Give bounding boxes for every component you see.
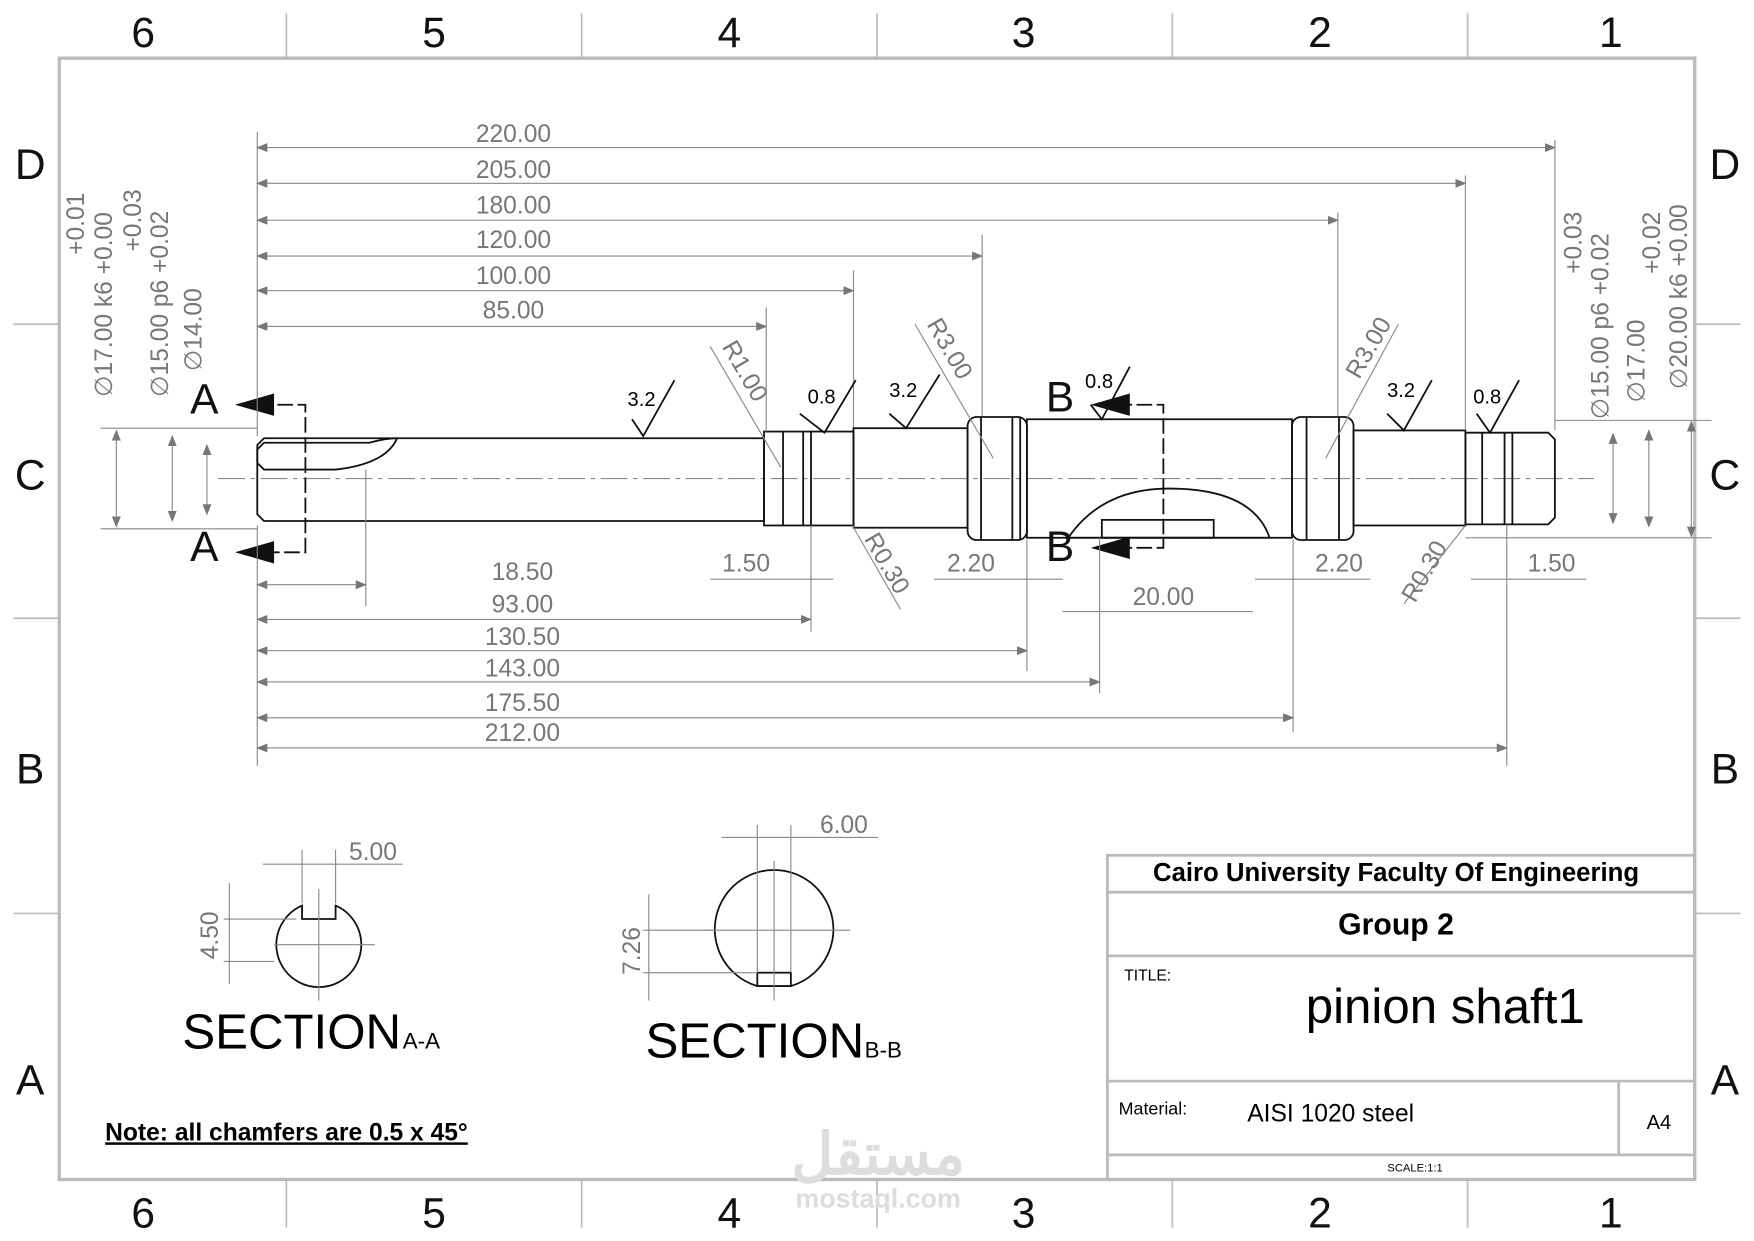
zone-row-b-right: B [1711,747,1739,794]
zone-row-a-right: A [1711,1058,1740,1105]
zone-col-6: 6 [131,10,155,57]
dia-left-17-upper: +0.01 [63,193,90,255]
zone-col-1: 1 [1599,10,1623,57]
watermark: مستقل mostaql.com [791,1122,965,1214]
dim-180: 180.00 [476,193,551,220]
surface-finish-2: 0.8 [808,387,836,409]
zone-col-5: 5 [422,10,446,57]
material-label: Material: [1119,1099,1188,1119]
drawing-title: pinion shaft1 [1306,979,1585,1034]
shaft-view [218,416,1595,541]
bottom-dimensions: 18.50 93.00 130.50 143.00 175.50 212.00 … [256,469,1587,766]
dia-right-20-upper: +0.02 [1639,212,1666,274]
diameter-dimensions: ∅17.00 k6 +0.00 +0.01 ∅15.00 p6 +0.02 +0… [63,189,1712,539]
dim-85: 85.00 [483,298,545,325]
zone-col-5-bottom: 5 [422,1191,446,1238]
surface-finish-3: 3.2 [889,380,917,402]
zone-row-c-right: C [1710,453,1741,500]
keyway-b-hatch [1066,487,1271,539]
dim-212: 212.00 [485,720,560,747]
title-block: Cairo University Faculty Of Engineering … [1106,853,1697,1181]
surface-finish-1: 3.2 [628,389,656,411]
dia-left-15: ∅15.00 p6 +0.02 [147,211,174,397]
title-label: TITLE: [1124,968,1171,985]
section-marker-b-top: B [1046,374,1074,421]
zone-ticks [13,13,1741,1228]
dim-groove-right: 1.50 [1528,550,1576,577]
section-bb-width: 6.00 [820,812,868,839]
zone-col-2-bottom: 2 [1308,1191,1332,1238]
dim-collar-left: 2.20 [947,550,995,577]
zone-col-2: 2 [1308,10,1332,57]
scale: SCALE:1:1 [1387,1163,1442,1175]
radius-r03-right: R0.30 [1397,536,1453,606]
radius-r03-left: R0.30 [858,528,914,598]
dia-right-20: ∅20.00 k6 +0.00 [1666,204,1693,389]
dia-left-15-upper: +0.03 [120,189,147,251]
dia-right-15-upper: +0.03 [1561,212,1588,274]
zone-row-d: D [15,142,46,189]
dim-groove-left: 1.50 [722,550,770,577]
group-name: Group 2 [1338,909,1454,942]
section-aa-width: 5.00 [349,839,397,866]
section-aa-label: A-A [403,1029,440,1054]
sheet-size: A4 [1647,1112,1672,1134]
dia-left-17: ∅17.00 k6 +0.00 [91,212,118,397]
section-cut-a: A A [190,377,307,571]
zone-col-1-bottom: 1 [1599,1191,1623,1238]
top-dimensions: 220.00 205.00 180.00 120.00 100.00 85.00 [256,121,1557,437]
dim-93: 93.00 [492,592,554,619]
section-bb-title: SECTION [645,1014,864,1069]
dim-220: 220.00 [476,121,551,148]
zone-col-6-bottom: 6 [131,1191,155,1238]
chamfer-note: Note: all chamfers are 0.5 x 45° [105,1119,468,1146]
section-marker-b-bottom: B [1046,524,1074,571]
section-bb-label: B-B [865,1038,902,1063]
surface-finish-6: 0.8 [1473,387,1501,409]
zone-row-b: B [16,747,44,794]
section-aa-title: SECTION [182,1005,401,1060]
section-bb: 6.00 7.26 SECTION B-B [619,812,902,1069]
section-aa: 5.00 4.50 SECTION A-A [182,839,440,1060]
dim-18-50: 18.50 [492,559,554,586]
svg-text:mostaql.com: mostaql.com [795,1183,961,1213]
dim-100: 100.00 [476,263,551,290]
section-marker-a-top: A [190,377,219,424]
zone-col-3: 3 [1012,10,1036,57]
surface-finish-4: 0.8 [1085,371,1113,393]
institution-name: Cairo University Faculty Of Engineering [1153,859,1639,887]
dia-left-14: ∅14.00 [180,288,207,371]
surface-finish-symbols: 3.2 0.8 3.2 0.8 3.2 0.8 [628,366,1520,438]
section-aa-depth: 4.50 [197,911,224,959]
radius-r3-right: R3.00 [1341,313,1397,383]
section-marker-a-bottom: A [190,524,219,571]
section-bb-depth: 7.26 [619,927,646,975]
dim-keyway-length: 20.00 [1133,584,1195,611]
zone-col-4: 4 [718,10,742,57]
zone-row-a: A [16,1058,45,1105]
zone-row-d-right: D [1710,142,1741,189]
svg-text:مستقل: مستقل [791,1122,965,1187]
dim-175-50: 175.50 [485,690,560,717]
dim-120: 120.00 [476,227,551,254]
dim-205: 205.00 [476,157,551,184]
zone-labels: 6 5 4 3 2 1 6 5 4 3 2 1 D C B A D C B A [15,10,1740,1238]
zone-row-c: C [15,453,46,500]
material-value: AISI 1020 steel [1247,1100,1414,1127]
keyway-a-hatch [256,437,399,471]
dim-130-50: 130.50 [485,624,560,651]
dia-right-15: ∅15.00 p6 +0.02 [1588,233,1615,419]
dim-collar-right: 2.20 [1315,550,1363,577]
dim-143: 143.00 [485,655,560,682]
surface-finish-5: 3.2 [1387,380,1415,402]
zone-col-4-bottom: 4 [718,1191,742,1238]
section-cut-b: B B [1046,374,1165,571]
zone-col-3-bottom: 3 [1012,1191,1036,1238]
dia-right-17: ∅17.00 [1623,320,1650,403]
